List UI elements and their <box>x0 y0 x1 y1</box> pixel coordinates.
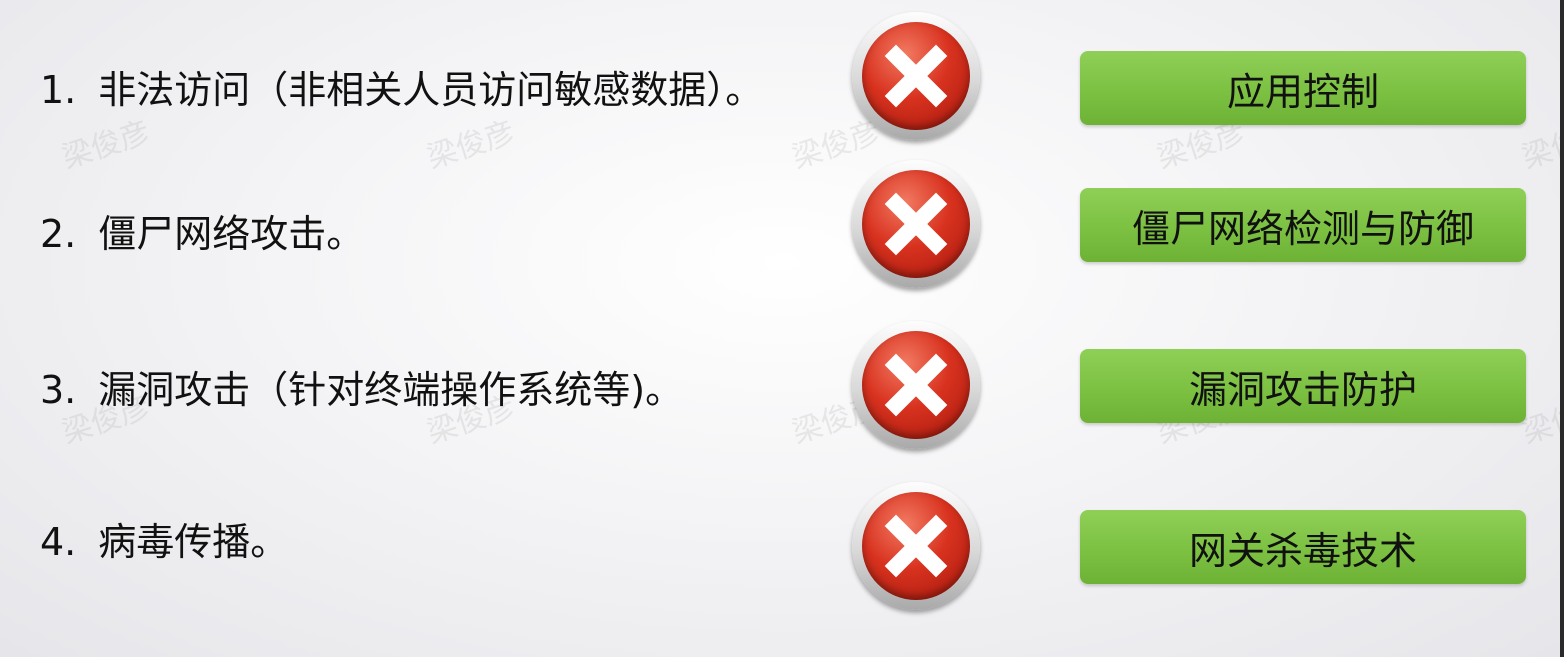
list-item-text: 1. 非法访问（非相关人员访问敏感数据）。 <box>40 71 763 109</box>
close-icon <box>852 160 980 288</box>
list-item-text: 2. 僵尸网络攻击。 <box>40 215 364 253</box>
list-item-label: 非法访问（非相关人员访问敏感数据）。 <box>98 68 764 112</box>
list-item-label: 僵尸网络攻击。 <box>98 212 365 256</box>
list-item-label: 漏洞攻击（针对终端操作系统等)。 <box>98 368 684 412</box>
list-item-text: 3. 漏洞攻击（针对终端操作系统等)。 <box>40 371 683 409</box>
watermark: 梁俊彦 <box>422 114 520 176</box>
list-item-number: 3. <box>40 368 77 412</box>
list-item-number: 1. <box>40 68 77 112</box>
application-control-button[interactable]: 应用控制 <box>1080 51 1526 125</box>
list-item-text: 4. 病毒传播。 <box>40 523 288 561</box>
list-item-number: 2. <box>40 212 77 256</box>
list-item-number: 4. <box>40 520 77 564</box>
window-edge <box>1560 0 1564 657</box>
gateway-antivirus-button[interactable]: 网关杀毒技术 <box>1080 510 1526 584</box>
watermark: 梁俊彦 <box>57 114 155 176</box>
botnet-defense-button[interactable]: 僵尸网络检测与防御 <box>1080 188 1526 262</box>
vulnerability-protection-button[interactable]: 漏洞攻击防护 <box>1080 349 1526 423</box>
close-icon <box>852 12 980 140</box>
close-icon <box>852 321 980 449</box>
list-item-label: 病毒传播。 <box>98 520 289 564</box>
close-icon <box>852 482 980 610</box>
